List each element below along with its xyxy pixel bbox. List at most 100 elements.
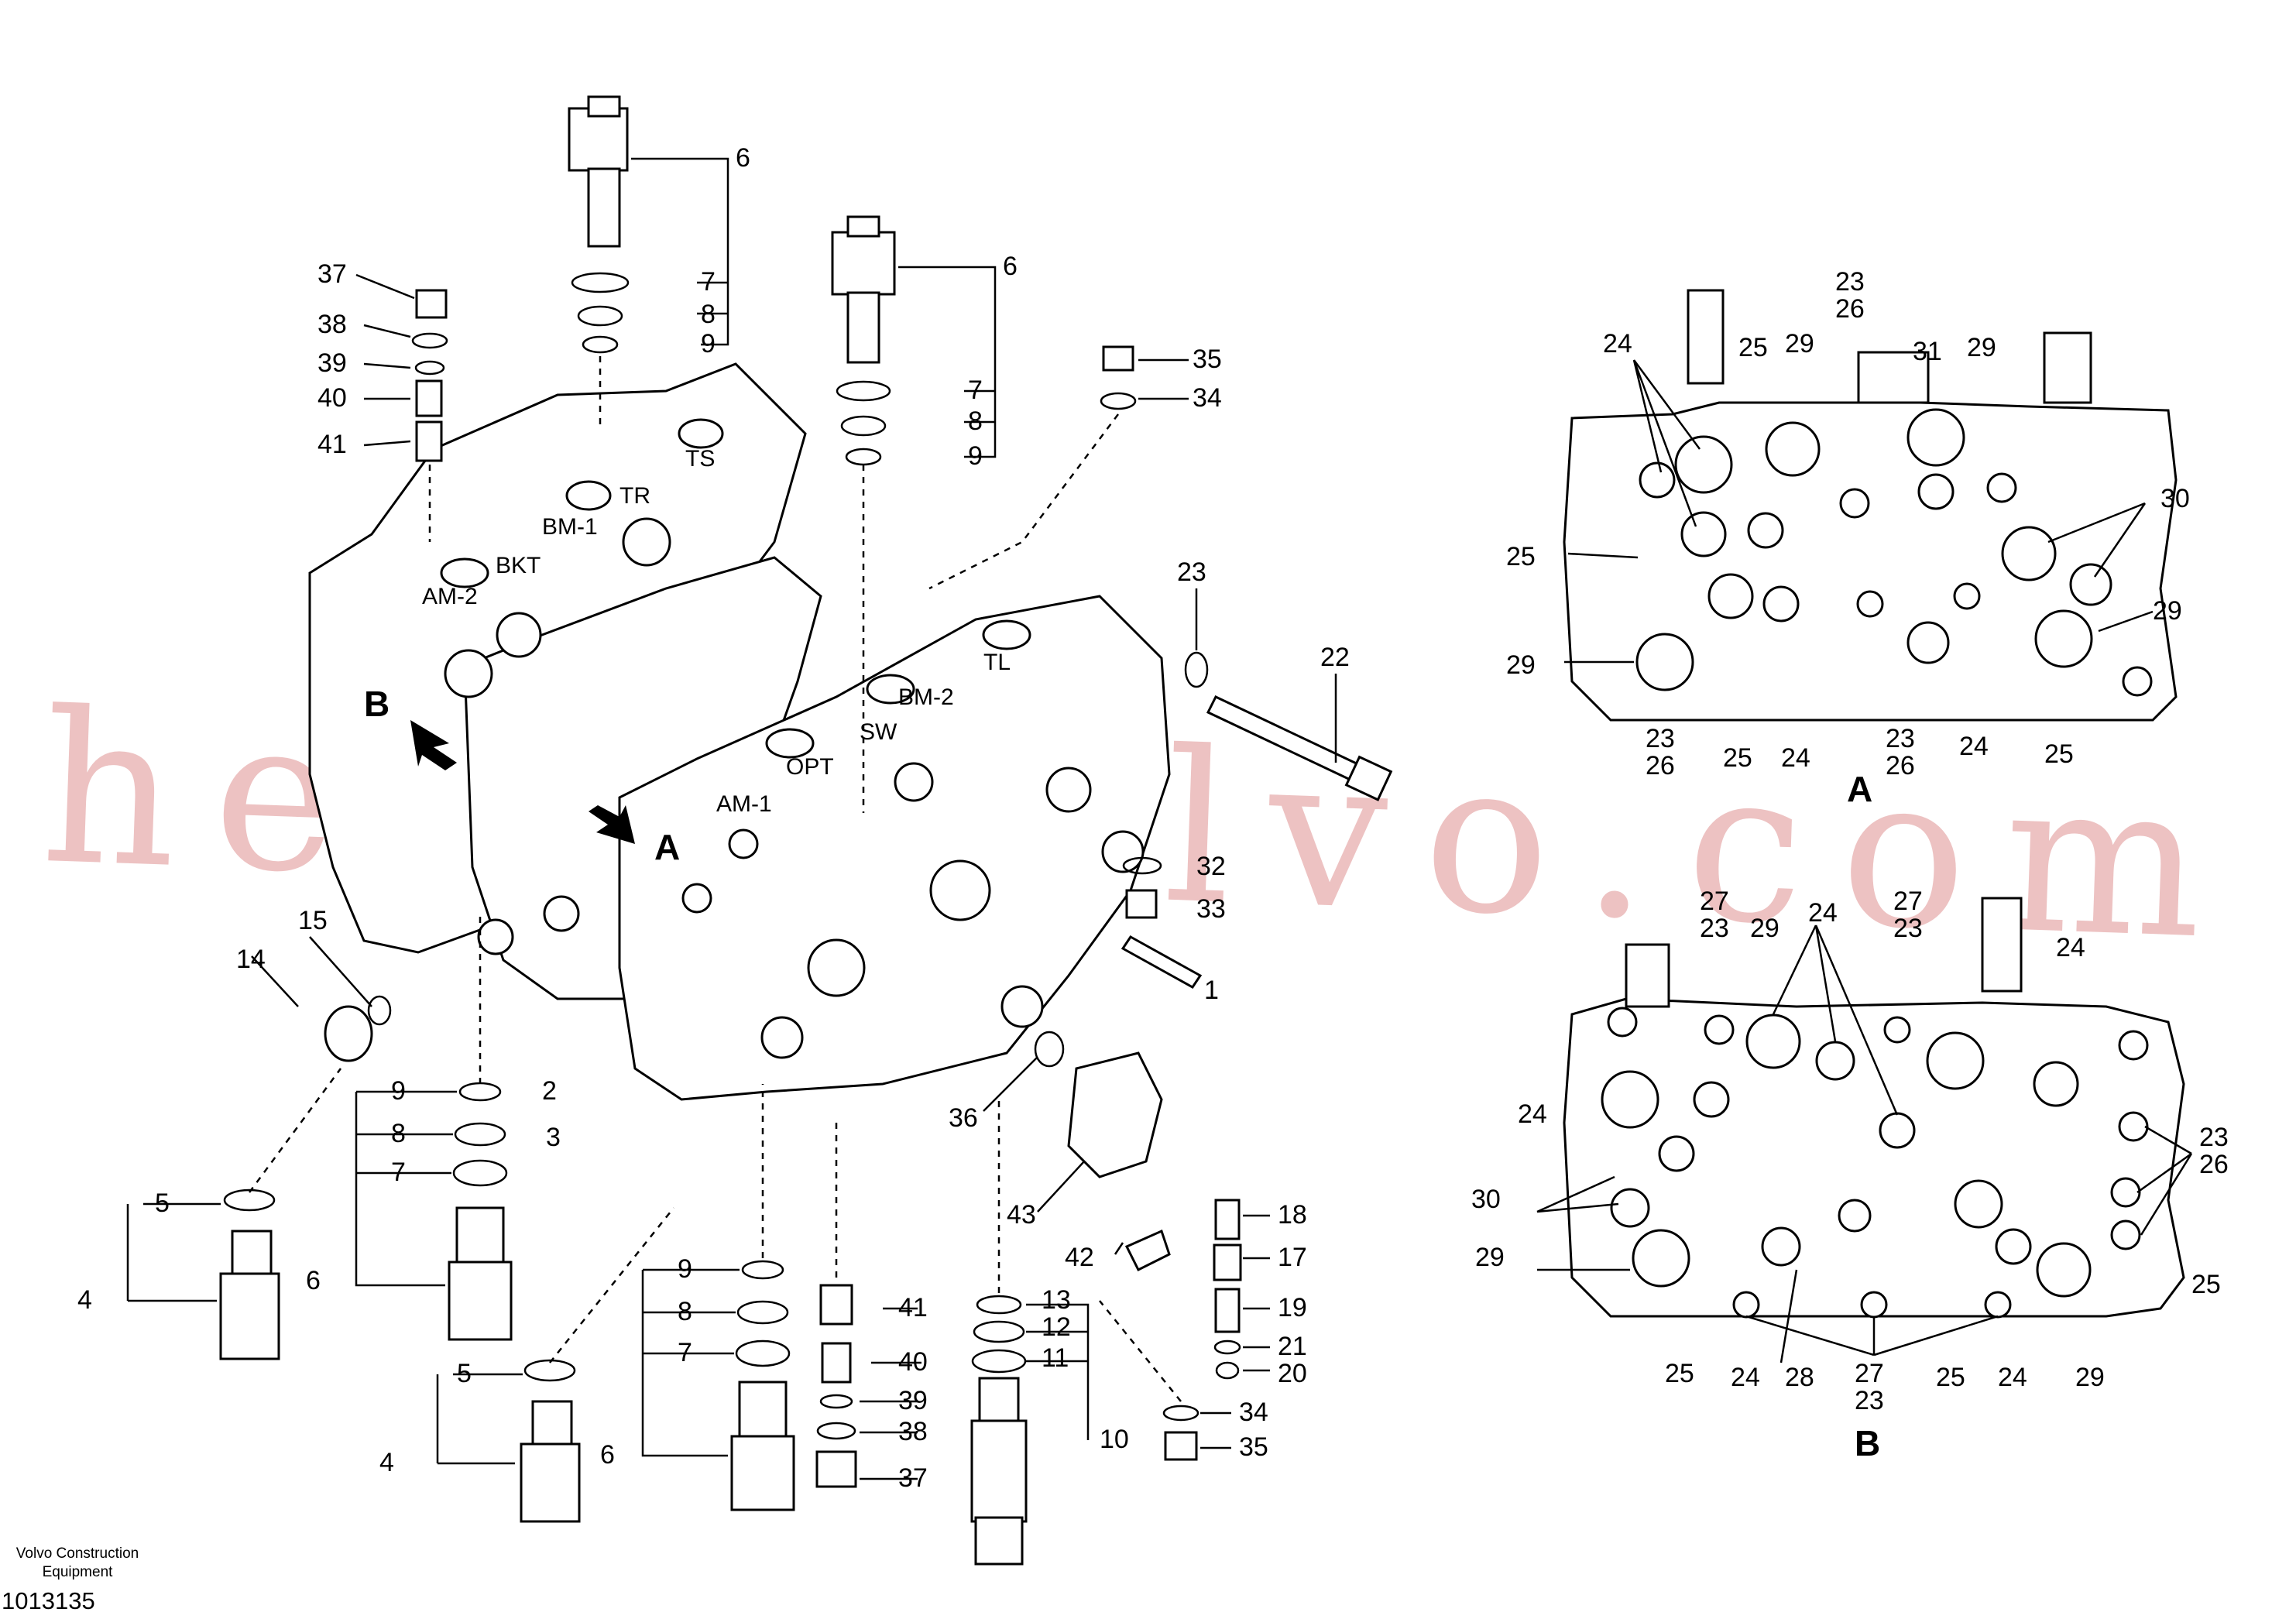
callout-number: 29 xyxy=(1475,1243,1505,1272)
leader-lines xyxy=(126,157,1337,1480)
callout-number: 42 xyxy=(1065,1243,1094,1272)
callout-number: 7 xyxy=(701,267,716,297)
callout-number: 25 xyxy=(2191,1270,2221,1299)
callout-number: 6 xyxy=(736,143,750,173)
arrow-b-label: B xyxy=(364,684,390,724)
callout-number: 29 xyxy=(1785,329,1814,358)
callout-number: 26 xyxy=(2199,1150,2229,1179)
footer-company: Volvo Construction Equipment xyxy=(0,1545,155,1582)
callout-number: 2 xyxy=(542,1076,557,1106)
callout-number: 38 xyxy=(317,310,347,339)
callout-number: 11 xyxy=(1042,1343,1069,1373)
callout-number: 35 xyxy=(1193,345,1222,374)
callout-number: 13 xyxy=(1042,1285,1071,1315)
callout-number: 23 xyxy=(1886,724,1915,753)
callout-number: 37 xyxy=(317,259,347,289)
view-b-label: B xyxy=(1855,1423,1880,1463)
callout-number: 43 xyxy=(1007,1200,1036,1230)
zone-labels: TS TR BM-1 BKT AM-2 TL BM-2 SW OPT AM-1 xyxy=(422,446,1011,817)
callout-number: 39 xyxy=(898,1386,928,1415)
callout-number: 40 xyxy=(898,1347,928,1377)
callout-number: 27 xyxy=(1855,1359,1884,1388)
view-b-callouts: 27 23 24 27 23 29 24 24 23 26 30 29 25 2… xyxy=(1471,887,2229,1415)
callout-number: 34 xyxy=(1193,383,1222,413)
callout-number: 19 xyxy=(1278,1293,1307,1322)
callout-number: 21 xyxy=(1278,1332,1307,1361)
main-callouts: 6 7 8 9 6 7 8 9 35 34 37 38 39 40 41 23 … xyxy=(77,143,1350,1493)
zone-tr: TR xyxy=(619,483,650,509)
callout-number: 3 xyxy=(546,1123,561,1152)
callout-number: 24 xyxy=(1781,743,1810,773)
callout-number: 41 xyxy=(898,1293,928,1322)
callout-number: 29 xyxy=(1967,333,1996,362)
callout-number: 25 xyxy=(1936,1363,1965,1392)
callout-number: 23 xyxy=(2199,1123,2229,1152)
callout-number: 7 xyxy=(968,376,983,405)
callout-number: 14 xyxy=(236,945,266,974)
callout-number: 28 xyxy=(1785,1363,1814,1392)
callout-number: 9 xyxy=(391,1076,406,1106)
callout-number: 23 xyxy=(1893,914,1923,943)
callout-number: 4 xyxy=(379,1448,394,1477)
callout-number: 8 xyxy=(701,300,716,329)
callout-number: 9 xyxy=(968,441,983,471)
view-a-callouts: 23 26 24 25 29 31 29 30 25 29 29 23 26 2… xyxy=(1506,267,2190,780)
zone-ts: TS xyxy=(685,446,715,472)
zone-bm1: BM-1 xyxy=(542,514,598,540)
callout-number: 23 xyxy=(1177,557,1206,587)
callout-number: 32 xyxy=(1196,852,1226,881)
callout-number: 6 xyxy=(306,1266,321,1295)
callout-number: 25 xyxy=(1506,542,1536,571)
callout-number: 17 xyxy=(1278,1243,1307,1272)
callout-number: 23 xyxy=(1646,724,1675,753)
callout-number: 38 xyxy=(898,1417,928,1446)
footer-company-line1: Volvo Construction xyxy=(15,1545,139,1562)
drawing-number: 1013135 xyxy=(2,1587,95,1614)
zone-opt: OPT xyxy=(786,754,834,780)
view-a-port-layout: A xyxy=(1563,289,2178,809)
zone-sw: SW xyxy=(860,719,897,745)
callout-number: 8 xyxy=(391,1119,406,1148)
callout-number: 34 xyxy=(1239,1398,1268,1427)
callout-number: 26 xyxy=(1646,751,1675,780)
callout-number: 15 xyxy=(298,906,328,935)
callout-number: 24 xyxy=(1959,732,1989,761)
callout-number: 24 xyxy=(1998,1363,2027,1392)
zone-bm2: BM-2 xyxy=(898,684,954,710)
callout-number: 29 xyxy=(2075,1363,2105,1392)
zone-bkt: BKT xyxy=(496,553,541,578)
callout-number: 12 xyxy=(1042,1312,1071,1342)
callout-number: 20 xyxy=(1278,1359,1307,1388)
callout-number: 25 xyxy=(2044,739,2074,769)
callout-number: 22 xyxy=(1320,643,1350,672)
callout-number: 33 xyxy=(1196,894,1226,924)
callout-number: 39 xyxy=(317,348,347,378)
callout-number: 41 xyxy=(317,430,347,459)
callout-number: 24 xyxy=(1518,1099,1547,1129)
callout-number: 35 xyxy=(1239,1432,1268,1462)
callout-number: 1 xyxy=(1204,976,1219,1005)
callout-number: 7 xyxy=(678,1338,692,1367)
callout-number: 4 xyxy=(77,1285,92,1315)
callout-number: 25 xyxy=(1665,1359,1694,1388)
callout-number: 24 xyxy=(1808,898,1838,928)
view-b-port-layout: B xyxy=(1563,897,2185,1463)
callout-number: 5 xyxy=(457,1359,472,1388)
zone-am2: AM-2 xyxy=(422,584,478,609)
callout-number: 7 xyxy=(391,1158,406,1187)
callout-number: 27 xyxy=(1700,887,1729,916)
zone-tl: TL xyxy=(983,650,1011,675)
callout-number: 9 xyxy=(701,329,716,358)
callout-number: 30 xyxy=(2160,484,2190,513)
callout-number: 18 xyxy=(1278,1200,1307,1230)
callout-number: 24 xyxy=(1731,1363,1760,1392)
callout-number: 29 xyxy=(1506,650,1536,680)
callout-number: 31 xyxy=(1913,337,1942,366)
callout-number: 29 xyxy=(1750,914,1779,943)
callout-number: 40 xyxy=(317,383,347,413)
footer-company-line2: Equipment xyxy=(42,1564,113,1580)
callout-number: 26 xyxy=(1886,751,1915,780)
callout-number: 29 xyxy=(2153,596,2182,626)
callout-number: 9 xyxy=(678,1254,692,1284)
